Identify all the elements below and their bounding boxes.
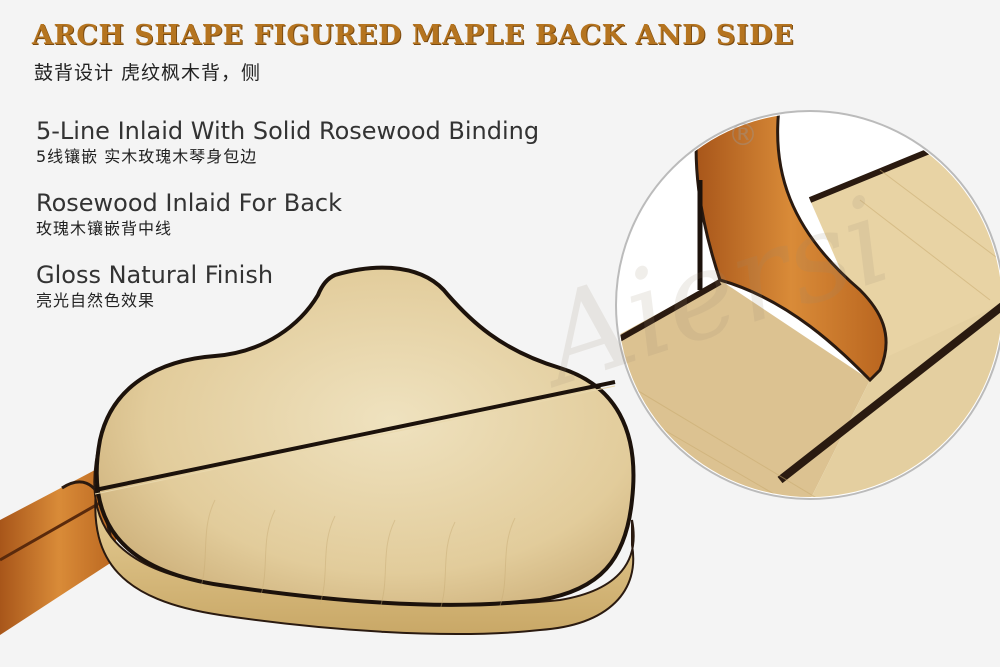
feature-title: Gloss Natural Finish [36, 261, 274, 289]
feature-finish: Gloss Natural Finish 亮光自然色效果 [36, 260, 273, 312]
feature-title-zh: 亮光自然色效果 [36, 291, 156, 310]
page-subtitle-zh: 鼓背设计 虎纹枫木背，侧 [34, 62, 262, 84]
feature-title: Rosewood Inlaid For Back [36, 189, 342, 217]
feature-title-zh: 玫瑰木镶嵌背中线 [36, 219, 173, 238]
feature-title: 5-Line Inlaid With Solid Rosewood Bindin… [36, 117, 540, 145]
detail-circle [615, 110, 1000, 500]
feature-binding: 5-Line Inlaid With Solid Rosewood Bindin… [36, 116, 539, 168]
back-center-inlay [94, 380, 616, 492]
registered-mark: ® [728, 118, 758, 153]
flame-figure [199, 499, 516, 611]
feature-back-inlay: Rosewood Inlaid For Back 玫瑰木镶嵌背中线 [36, 188, 342, 240]
guitar-body-back [94, 265, 636, 607]
feature-title-zh: 5线镶嵌 实木玫瑰木琴身包边 [36, 147, 258, 166]
page-title: ARCH SHAPE FIGURED MAPLE BACK AND SIDE [32, 20, 795, 51]
